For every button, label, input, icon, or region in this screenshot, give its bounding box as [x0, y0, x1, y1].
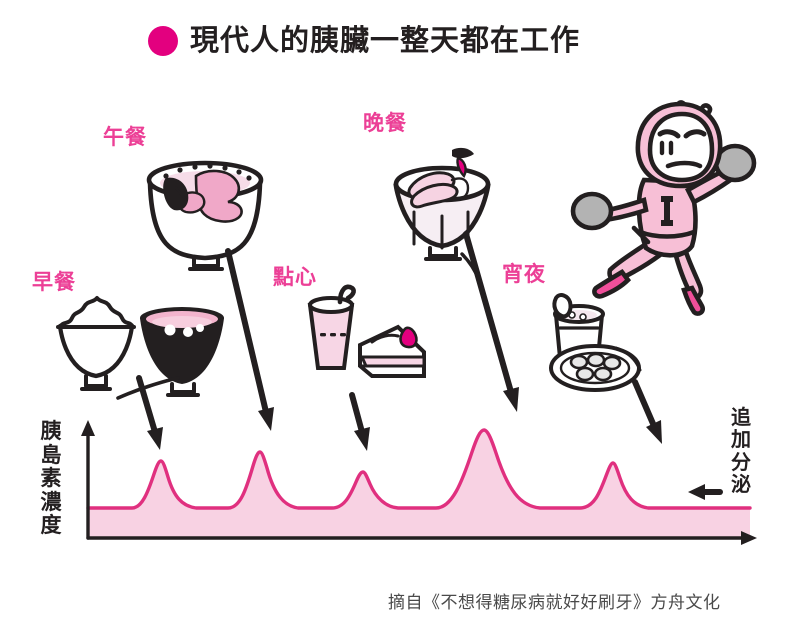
arrow-to-latenight-peak — [632, 379, 662, 444]
extra-secretion-label-char: 分 — [731, 451, 751, 474]
insulin-chart — [81, 420, 757, 545]
bullet-circle-icon — [148, 26, 178, 56]
page-title-text: 現代人的胰臟一整天都在工作 — [190, 24, 581, 57]
drink-cup-icon — [307, 284, 356, 370]
meal-label-snack: 點心 — [273, 266, 317, 289]
insulin-curve-line — [86, 428, 752, 510]
miso-soup-bowl-icon — [116, 307, 224, 400]
x-axis — [86, 531, 757, 545]
y-axis-label-char: 濃 — [40, 490, 62, 514]
insulin-curve-area — [88, 430, 750, 538]
arrow-to-snack-peak — [349, 392, 370, 451]
extra-secretion-label-char: 追 — [731, 407, 751, 429]
y-axis-label-char: 度 — [40, 514, 62, 538]
meal-label-breakfast: 早餐 — [32, 271, 76, 294]
arrow-to-dinner-peak — [463, 231, 519, 412]
meal-label-late-night: 宵夜 — [502, 263, 546, 286]
rice-bowl-icon — [56, 292, 136, 391]
arrow-to-lunch-peak — [225, 248, 274, 431]
running-pancreas-character-icon — [570, 100, 757, 316]
y-axis-label-char: 島 — [40, 443, 62, 467]
extra-secretion-label-char: 泌 — [731, 474, 751, 497]
meal-label-dinner: 晚餐 — [363, 112, 407, 135]
y-axis-label-char: 胰 — [40, 420, 62, 443]
y-axis — [81, 420, 95, 540]
y-axis-label: 胰 島 素 濃 度 — [38, 420, 64, 538]
page-title: 現代人的胰臟一整天都在工作 — [148, 26, 580, 56]
extra-secretion-label: 追 加 分 泌 — [728, 407, 754, 497]
tempura-rice-bowl-icon — [393, 147, 491, 284]
arrow-to-breakfast-peak — [136, 375, 163, 450]
y-axis-label-char: 素 — [40, 467, 62, 491]
extra-secretion-label-char: 加 — [731, 429, 751, 452]
dumpling-plate-icon — [549, 344, 642, 392]
arrow-extra-secretion — [688, 484, 723, 500]
meal-label-lunch: 午餐 — [103, 126, 147, 149]
ramen-bowl-icon — [146, 160, 264, 271]
cake-slice-icon — [358, 324, 426, 378]
source-citation: 摘自《不想得糖尿病就好好刷牙》方舟文化 — [388, 593, 721, 612]
